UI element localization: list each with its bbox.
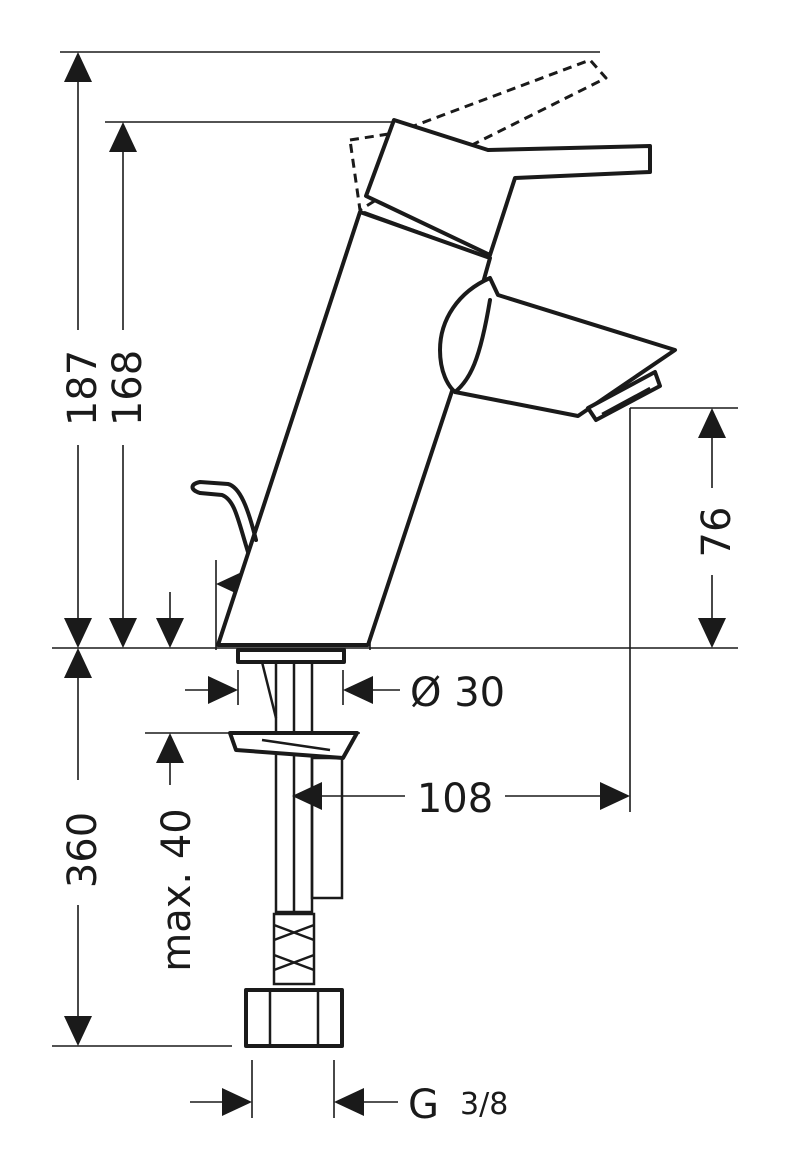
- dimension-label-360: 360: [60, 812, 106, 888]
- dimension-label-76: 76: [694, 507, 740, 558]
- dimension-label-108: 108: [417, 776, 493, 822]
- dimension-168: 168: [105, 122, 151, 648]
- dimension-label-max-40: max. 40: [154, 808, 200, 971]
- dimension-label-168: 168: [105, 350, 151, 426]
- dimension-label-187: 187: [60, 350, 106, 426]
- dimension-label-g: G: [408, 1082, 439, 1128]
- dimension-108: 108: [292, 776, 630, 822]
- dimension-label-diameter-30: Ø 30: [410, 670, 505, 716]
- base-reference-arrow: [156, 592, 184, 648]
- dimension-g-3-8: G 3/8: [190, 1082, 508, 1128]
- braided-hose: [272, 912, 316, 986]
- dimension-187: 187: [60, 52, 106, 648]
- dimension-76: 76: [694, 408, 740, 648]
- dimension-diameter-30: Ø 30: [185, 670, 505, 716]
- dimension-360: 360: [60, 648, 106, 1046]
- dimension-max-40: max. 40: [154, 733, 200, 972]
- dimension-label-fraction: 3/8: [460, 1087, 508, 1122]
- faucet-body: [190, 58, 677, 1048]
